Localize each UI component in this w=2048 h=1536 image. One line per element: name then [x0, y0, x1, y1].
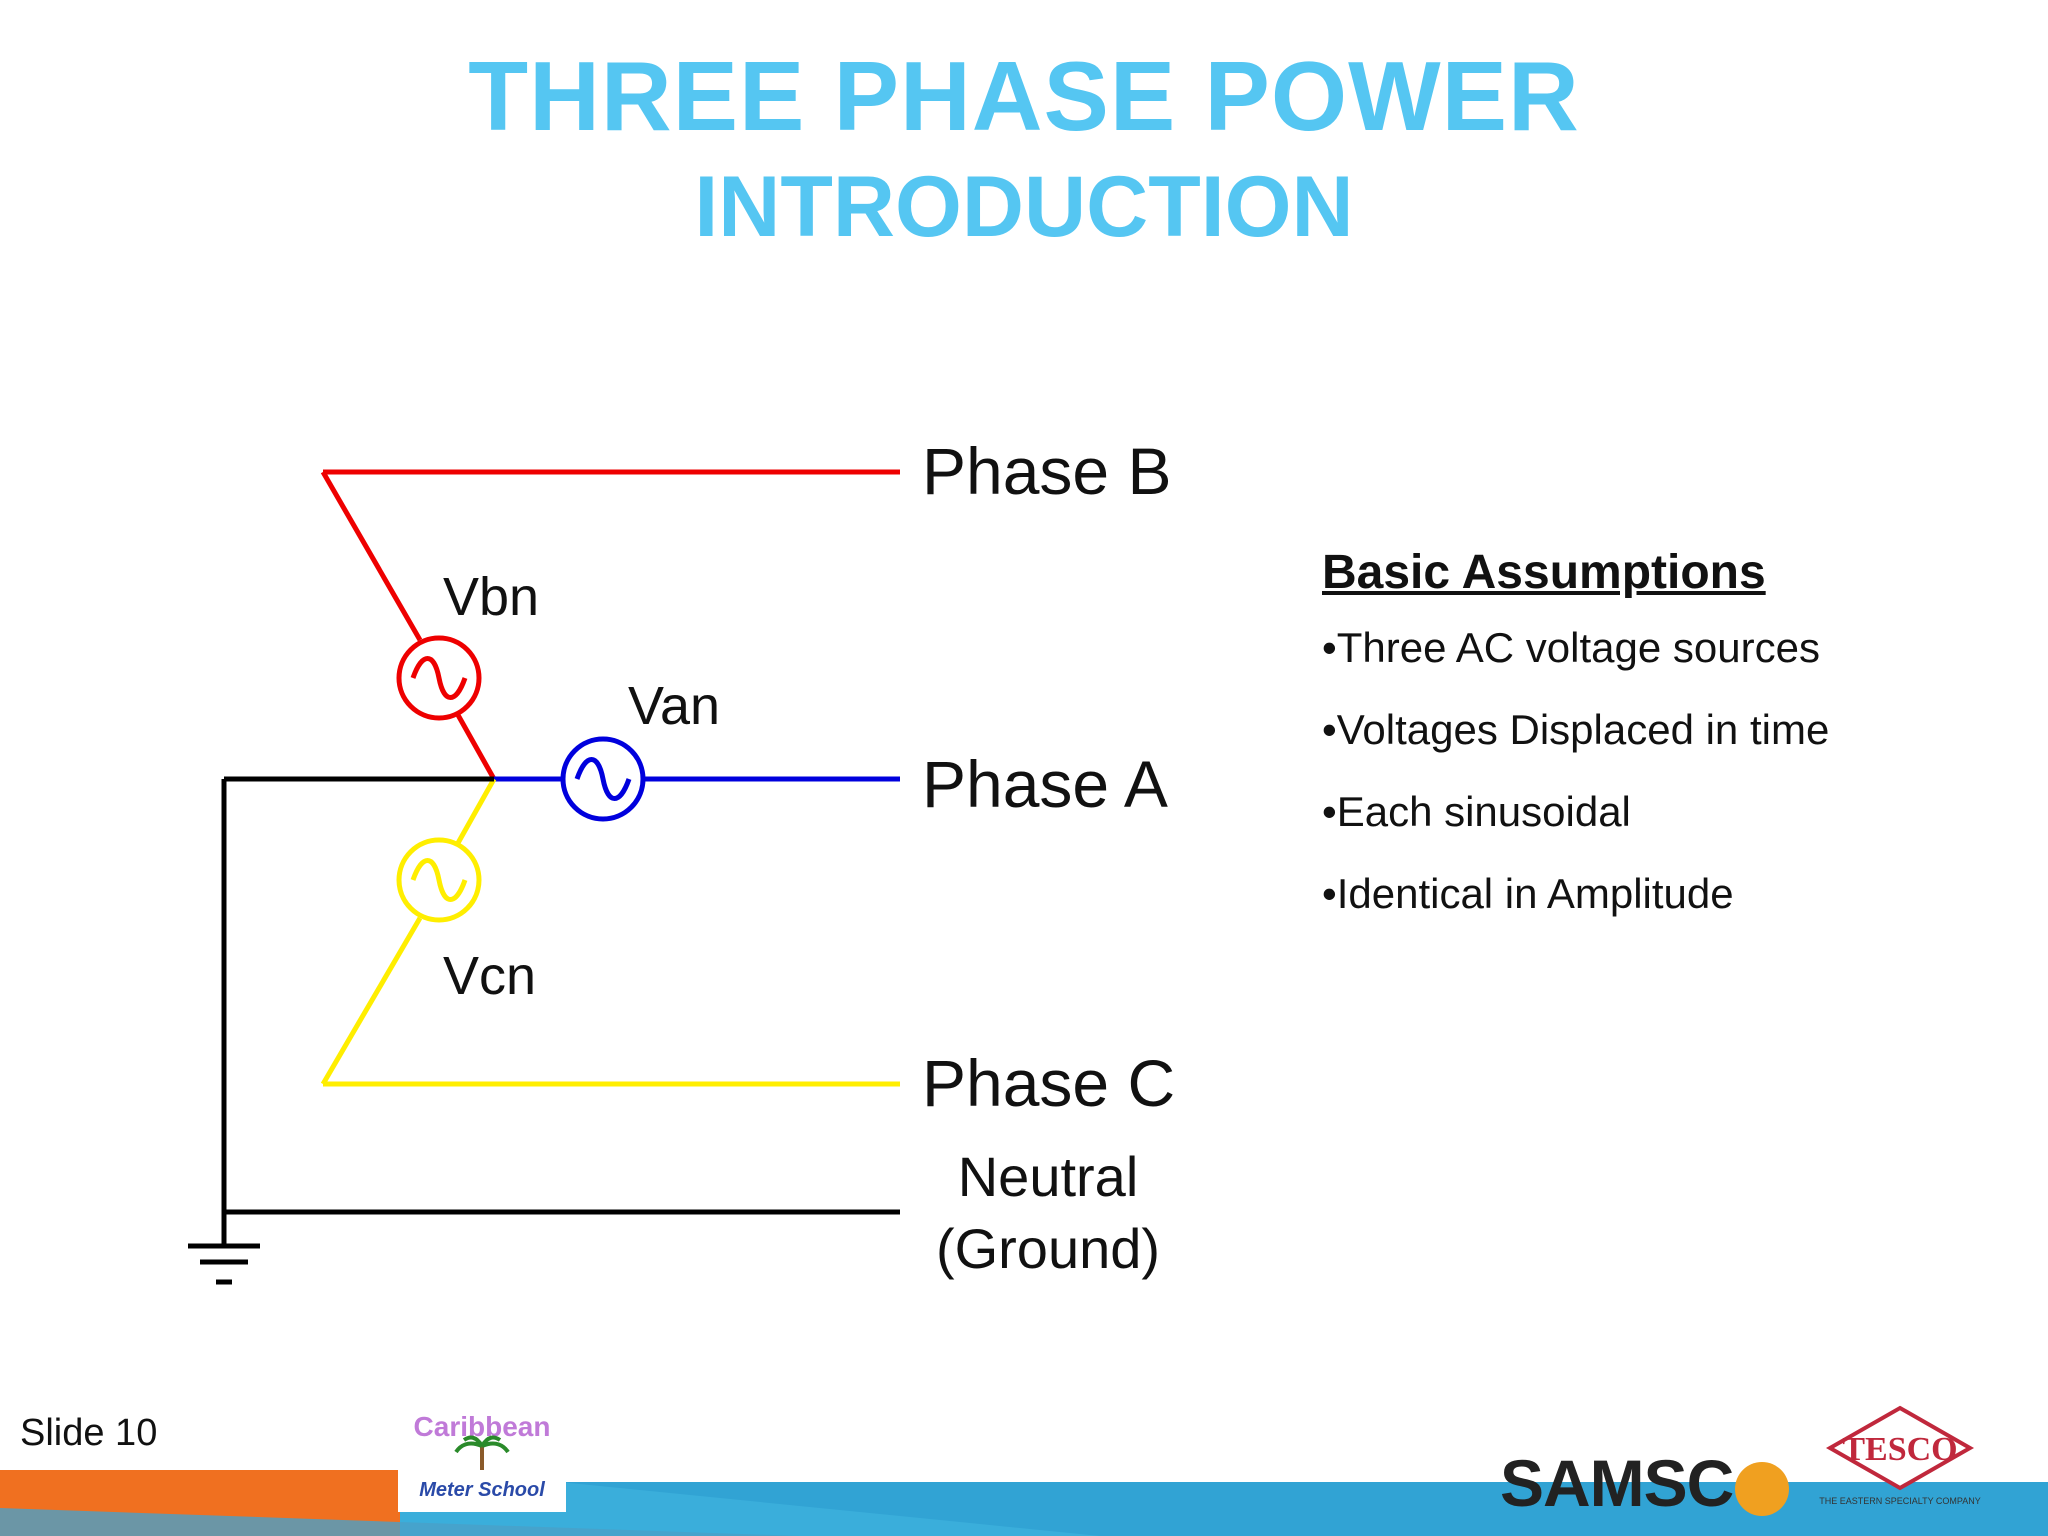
neutral-wire — [221, 776, 900, 1215]
van-label: Van — [628, 676, 720, 736]
phase-c-branch — [320, 777, 900, 1087]
tesco-logo: TESCO THE EASTERN SPECIALTY COMPANY — [1810, 1400, 1990, 1510]
phase-b-label: Phase B — [922, 434, 1172, 508]
neutral-label: Neutral — [958, 1145, 1139, 1208]
logo-text-line1: Caribbean — [414, 1411, 551, 1442]
slide-title: THREE PHASE POWER — [468, 41, 1580, 151]
phase-a-label: Phase A — [922, 747, 1168, 821]
assumption-item: •Identical in Amplitude — [1322, 870, 1734, 917]
footer-band — [0, 1470, 2048, 1536]
assumption-item: •Each sinusoidal — [1322, 788, 1631, 835]
assumption-item: •Voltages Displaced in time — [1322, 706, 1830, 753]
slide-subtitle: INTRODUCTION — [694, 159, 1354, 255]
vcn-source-icon — [396, 837, 482, 923]
logo-text-line2: Meter School — [419, 1479, 545, 1501]
ground-label: (Ground) — [936, 1217, 1160, 1280]
slide-number: Slide 10 — [20, 1412, 158, 1454]
assumptions-panel: Basic Assumptions •Three AC voltage sour… — [1322, 545, 2022, 950]
assumptions-heading: Basic Assumptions — [1322, 546, 1766, 599]
tesco-logo-text: TESCO — [1842, 1431, 1957, 1468]
samsco-logo-text: SAMSC — [1500, 1446, 1734, 1520]
ground-symbol-icon — [188, 1212, 260, 1285]
samsco-o-icon — [1735, 1461, 1790, 1516]
vcn-label: Vcn — [443, 946, 536, 1006]
vbn-source-icon — [396, 635, 482, 721]
samsco-logo: SAMSC — [1500, 1445, 1790, 1521]
tesco-tagline: THE EASTERN SPECIALTY COMPANY — [1819, 1496, 1981, 1506]
caribbean-meter-school-logo: Caribbean Meter School — [398, 1400, 566, 1512]
phase-c-label: Phase C — [922, 1046, 1175, 1120]
vbn-label: Vbn — [443, 567, 539, 627]
assumption-item: •Three AC voltage sources — [1322, 624, 1820, 671]
phase-b-branch — [320, 469, 900, 781]
van-source-icon — [560, 736, 646, 822]
